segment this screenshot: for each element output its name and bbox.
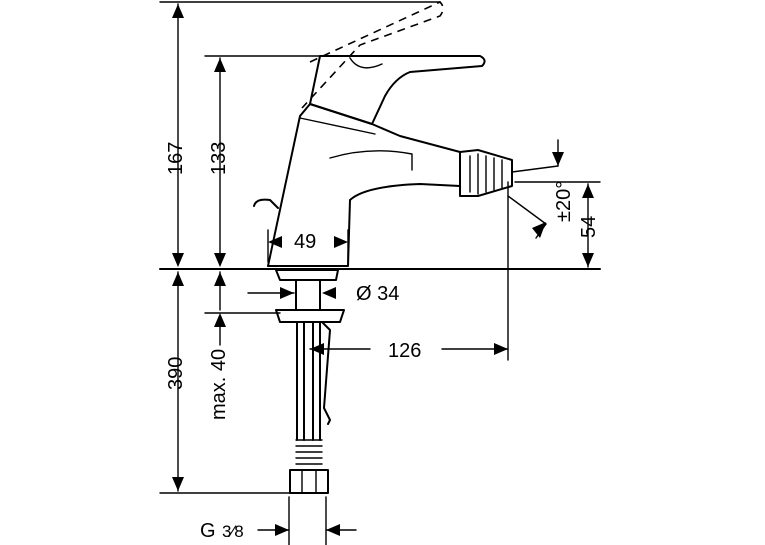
dim-angle: ±20° — [553, 181, 575, 222]
dim-max-thickness: max. 40 — [208, 349, 230, 420]
dim-depth-below: 390 — [165, 357, 187, 390]
dim-outlet-height: 54 — [578, 216, 600, 238]
dim-thread-fraction: 3⁄8 — [222, 522, 244, 541]
dim-thread-prefix: G — [200, 520, 216, 542]
dim-height-total: 167 — [165, 142, 187, 175]
dimension-lines — [172, 3, 594, 536]
dim-hole-diameter: Ø 34 — [356, 283, 399, 305]
dim-height-spout: 133 — [208, 142, 230, 175]
mounting-assembly — [275, 269, 345, 494]
faucet-body — [253, 1, 559, 267]
dim-reach: 126 — [388, 340, 421, 362]
dim-body-width: 49 — [294, 231, 316, 253]
extension-lines — [159, 1, 601, 545]
